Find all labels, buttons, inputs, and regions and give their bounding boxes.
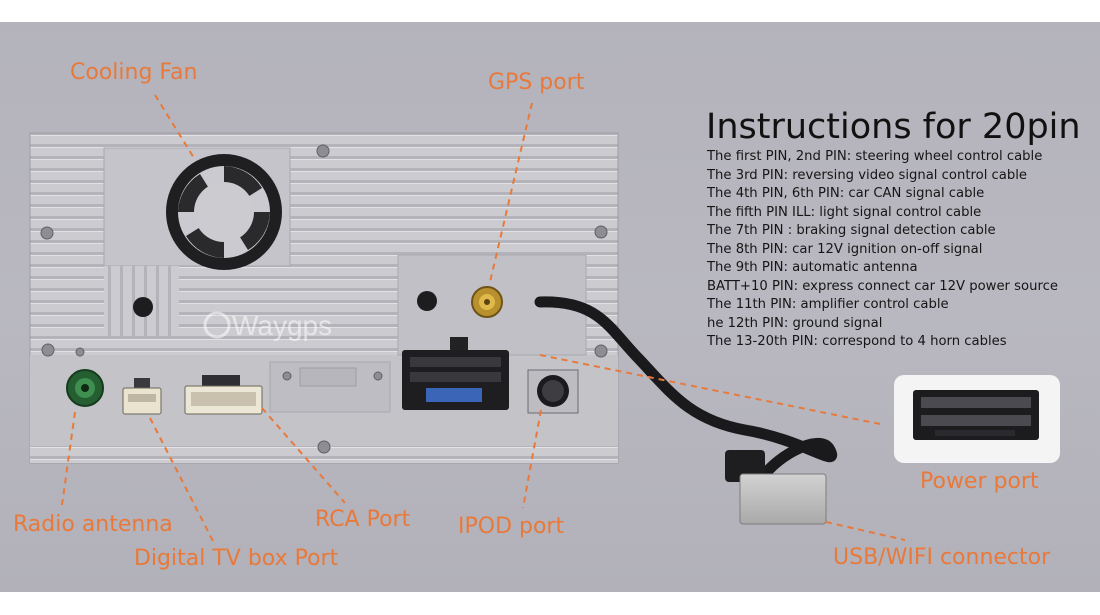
power-port-inset bbox=[894, 375, 1060, 463]
pin-instructions-list: The first PIN, 2nd PIN: steering wheel c… bbox=[707, 148, 1058, 352]
digital-tv-box-port bbox=[122, 378, 162, 415]
watermark-text: Waygps bbox=[232, 310, 332, 341]
usb-wifi-connector-label: USB/WIFI connector bbox=[833, 545, 1051, 570]
gps-port-label: GPS port bbox=[488, 70, 585, 95]
pin-instruction: BATT+10 PIN: express connect car 12V pow… bbox=[707, 278, 1058, 294]
rca-port bbox=[184, 375, 263, 415]
pin-instruction: The fifth PIN ILL: light signal control … bbox=[707, 204, 982, 220]
pin-instruction: The 13-20th PIN: correspond to 4 horn ca… bbox=[707, 334, 1007, 349]
usb-wifi-cable bbox=[534, 296, 838, 488]
instructions-title: Instructions for 20pin bbox=[706, 107, 1081, 147]
chassis-hole bbox=[417, 291, 437, 311]
chassis-hole bbox=[133, 297, 153, 317]
rca-port-label: RCA Port bbox=[315, 507, 411, 532]
cooling-fan-icon bbox=[166, 154, 282, 270]
usb-wifi-plug bbox=[725, 450, 827, 525]
pin-instruction: The first PIN, 2nd PIN: steering wheel c… bbox=[707, 149, 1043, 164]
radio-antenna-label: Radio antenna bbox=[13, 512, 173, 537]
digital-tv-box-port-label: Digital TV box Port bbox=[134, 546, 339, 571]
power-port-20pin bbox=[402, 337, 509, 410]
ipod-port-label: IPOD port bbox=[458, 514, 565, 539]
pin-instruction: The 8th PIN: car 12V ignition on-off sig… bbox=[707, 241, 983, 257]
pin-instruction: The 9th PIN: automatic antenna bbox=[707, 260, 918, 275]
watermark: Waygps bbox=[203, 310, 332, 341]
ipod-port bbox=[527, 369, 579, 414]
gps-port-connector bbox=[471, 286, 503, 318]
screws bbox=[40, 144, 608, 454]
pin-instruction: The 11th PIN: amplifier control cable bbox=[707, 297, 949, 312]
cooling-fan-label: Cooling Fan bbox=[70, 60, 198, 85]
leader-lines bbox=[61, 94, 906, 546]
radio-antenna-jack bbox=[66, 369, 104, 407]
power-port-label: Power port bbox=[920, 469, 1039, 494]
pin-instruction: he 12th PIN: ground signal bbox=[707, 315, 883, 331]
pin-instruction: The 4th PIN, 6th PIN: car CAN signal cab… bbox=[707, 186, 985, 201]
pin-instruction: The 7th PIN : braking signal detection c… bbox=[707, 223, 996, 238]
pin-instruction: The 3rd PIN: reversing video signal cont… bbox=[707, 167, 1028, 183]
